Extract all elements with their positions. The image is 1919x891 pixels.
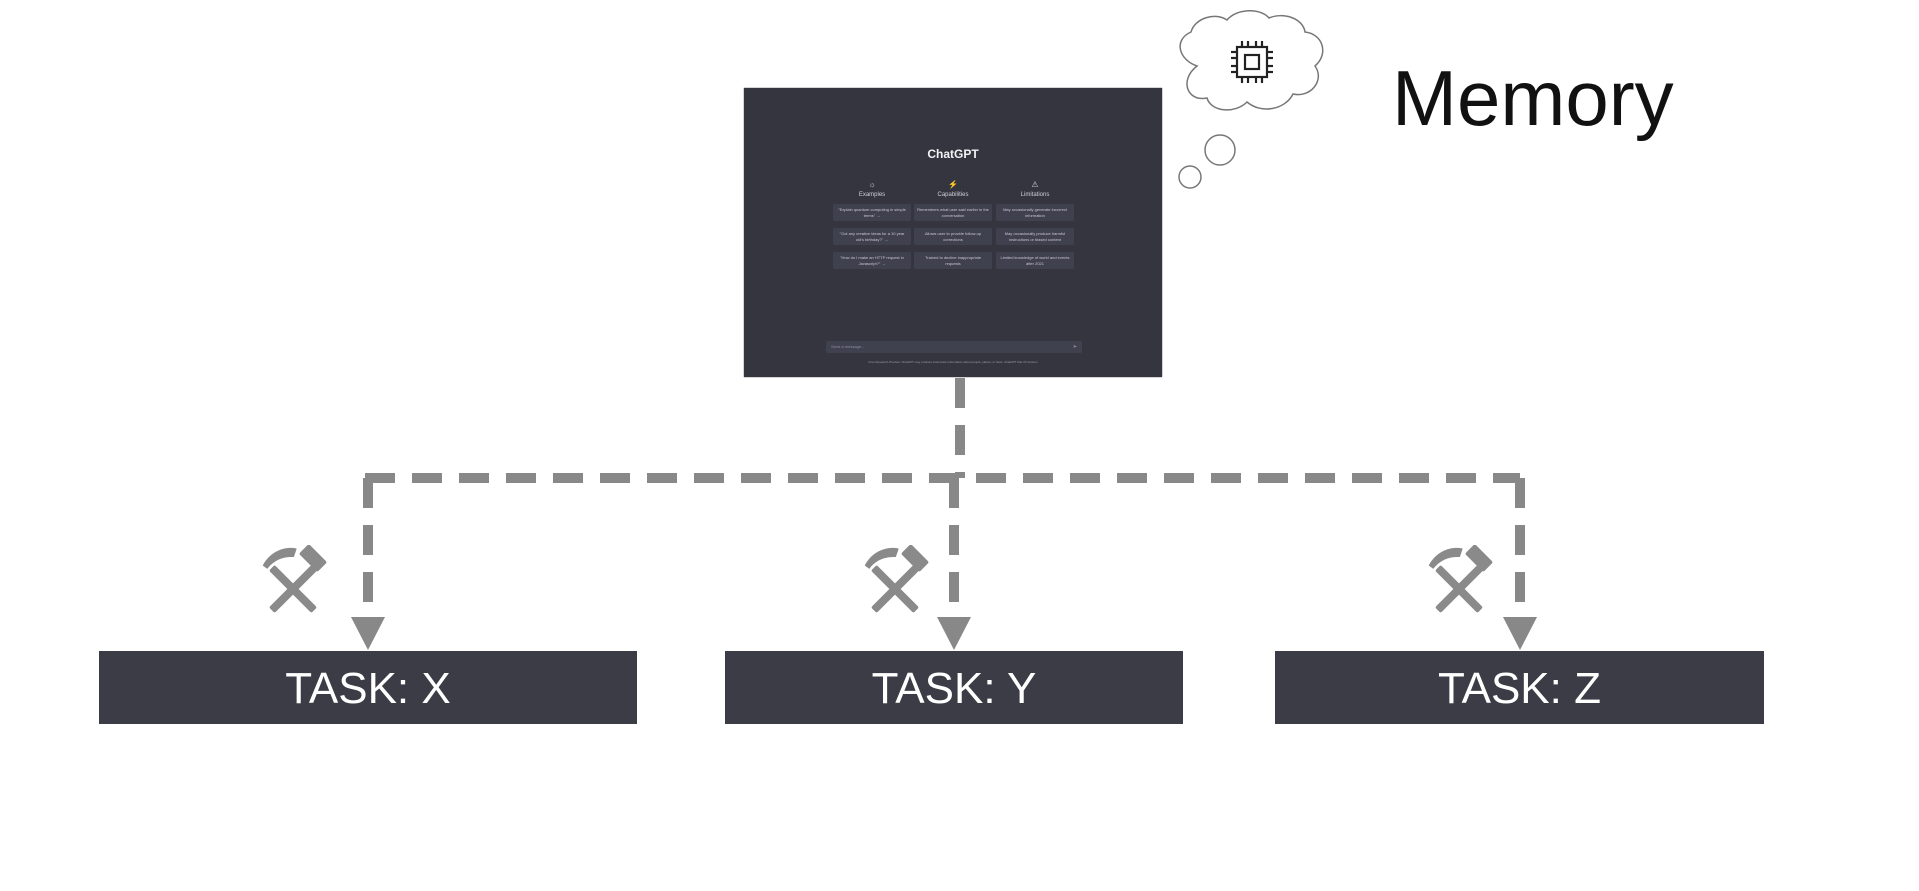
limitation-card: Limited knowledge of world and events af… — [996, 252, 1074, 269]
column-heading: Capabilities — [937, 192, 969, 198]
capability-card: Remembers what user said earlier in the … — [914, 204, 992, 221]
chatgpt-screenshot: ChatGPT ☼ Examples "Explain quantum comp… — [744, 88, 1162, 377]
thought-dot-small — [1178, 165, 1202, 189]
chatgpt-footer: Free Research Preview. ChatGPT may produ… — [868, 360, 1038, 364]
capability-card: Allows user to provide follow-up correct… — [914, 228, 992, 245]
chatgpt-message-input[interactable]: Send a message... ➤ — [826, 341, 1082, 353]
chatgpt-column-examples: ☼ Examples "Explain quantum computing in… — [833, 180, 911, 276]
column-heading: Limitations — [1020, 192, 1050, 198]
chatgpt-column-limitations: ⚠ Limitations May occasionally generate … — [996, 180, 1074, 276]
chatgpt-title: ChatGPT — [927, 147, 979, 161]
task-box-z: TASK: Z — [1275, 651, 1764, 724]
thought-dot-large — [1204, 134, 1236, 166]
cloud-shape — [1179, 10, 1324, 111]
example-card[interactable]: "Got any creative ideas for a 10 year ol… — [833, 228, 911, 245]
example-card[interactable]: "Explain quantum computing in simple ter… — [833, 204, 911, 221]
memory-label: Memory — [1392, 54, 1674, 142]
arrowhead-y — [937, 617, 971, 650]
limitation-card: May occasionally generate incorrect info… — [996, 204, 1074, 221]
warning-icon: ⚠ — [1031, 180, 1039, 189]
example-card[interactable]: "How do I make an HTTP request in Javasc… — [833, 252, 911, 269]
chatgpt-column-capabilities: ⚡ Capabilities Remembers what user said … — [914, 180, 992, 276]
task-box-x: TASK: X — [99, 651, 637, 724]
sun-icon: ☼ — [868, 180, 876, 189]
hammer-pick-icon — [1428, 545, 1493, 613]
chip-icon — [1231, 41, 1273, 83]
send-icon[interactable]: ➤ — [1072, 344, 1077, 350]
task-box-y: TASK: Y — [725, 651, 1183, 724]
hammer-pick-icon — [262, 545, 327, 613]
arrowhead-x — [351, 617, 385, 650]
capability-card: Trained to decline inappropriate request… — [914, 252, 992, 269]
lightning-icon: ⚡ — [948, 180, 958, 189]
arrowhead-z — [1503, 617, 1537, 650]
column-heading: Examples — [858, 192, 886, 198]
memory-thought-bubble — [1178, 10, 1324, 189]
hammer-pick-icon — [864, 545, 929, 613]
limitation-card: May occasionally produce harmful instruc… — [996, 228, 1074, 245]
input-placeholder: Send a message... — [831, 344, 865, 349]
